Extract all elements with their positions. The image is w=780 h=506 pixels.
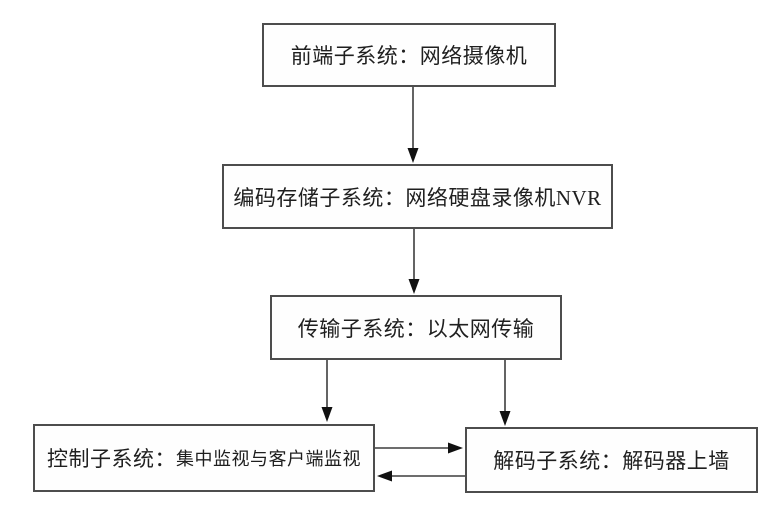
arrow-frontend-to-storage (407, 87, 419, 163)
node-storage-label: 编码存储子系统：网络硬盘录像机NVR (233, 185, 602, 210)
node-storage-subsystem: 编码存储子系统：网络硬盘录像机NVR (222, 164, 613, 229)
node-frontend-subsystem: 前端子系统：网络摄像机 (262, 23, 556, 87)
node-control-label-detail: 集中监视与客户端监视 (176, 449, 361, 469)
arrow-transmission-to-control (321, 360, 333, 422)
arrow-transmission-to-decoding (499, 360, 511, 426)
arrow-decoding-to-control (377, 470, 465, 482)
node-decoding-subsystem: 解码子系统：解码器上墙 (465, 427, 758, 493)
node-control-label-main: 控制子系统： (47, 447, 176, 471)
arrow-storage-to-transmission (408, 229, 420, 294)
node-control-subsystem: 控制子系统：集中监视与客户端监视 (33, 424, 375, 492)
node-transmission-label: 传输子系统：以太网传输 (297, 316, 535, 341)
node-transmission-subsystem: 传输子系统：以太网传输 (270, 295, 562, 360)
node-decoding-label: 解码子系统：解码器上墙 (493, 449, 730, 473)
node-frontend-label: 前端子系统：网络摄像机 (290, 44, 528, 68)
arrow-control-to-decoding (375, 442, 463, 454)
